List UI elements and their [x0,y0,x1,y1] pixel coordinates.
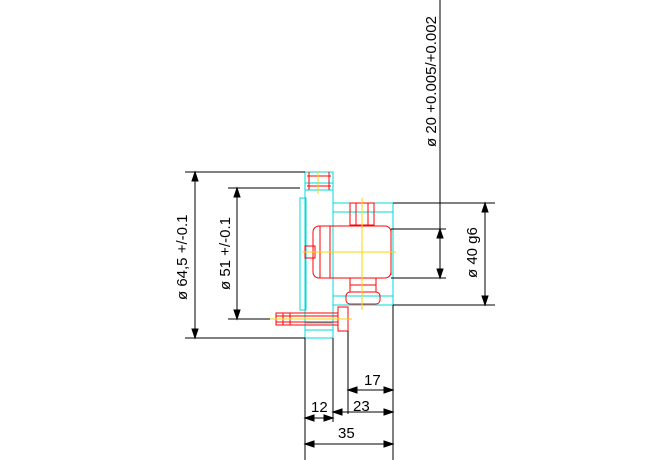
dim-horizontal-extensions [304,305,394,460]
dimensions [185,0,495,460]
bottom-fitting [345,277,381,305]
dim-51-lines [228,186,300,321]
dim-23-lines [331,408,395,416]
dim-20-arrows [391,227,446,280]
dim-35-label: 35 [338,425,355,442]
dim-23-label: 23 [353,398,370,415]
dim-645-label: ø 64,5 +/-0.1 [174,215,191,300]
dim-40-label: ø 40 g6 [464,227,481,278]
flange-top-hole [307,172,331,190]
dim-17-lines [346,386,395,394]
dim-51-label: ø 51 +/-0.1 [217,217,234,290]
dim-17-label: 17 [364,372,381,389]
centerlines [270,171,396,320]
dim-12-lines [303,414,335,422]
dim-645-lines [185,170,305,340]
dim-40-lines [393,201,495,307]
dim-35-lines [303,440,395,448]
body [332,202,394,306]
dim-12-label: 12 [311,399,328,416]
part-geometry [270,171,396,339]
dim-20-label: ø 20 +0.005/+0.002 [423,16,440,147]
